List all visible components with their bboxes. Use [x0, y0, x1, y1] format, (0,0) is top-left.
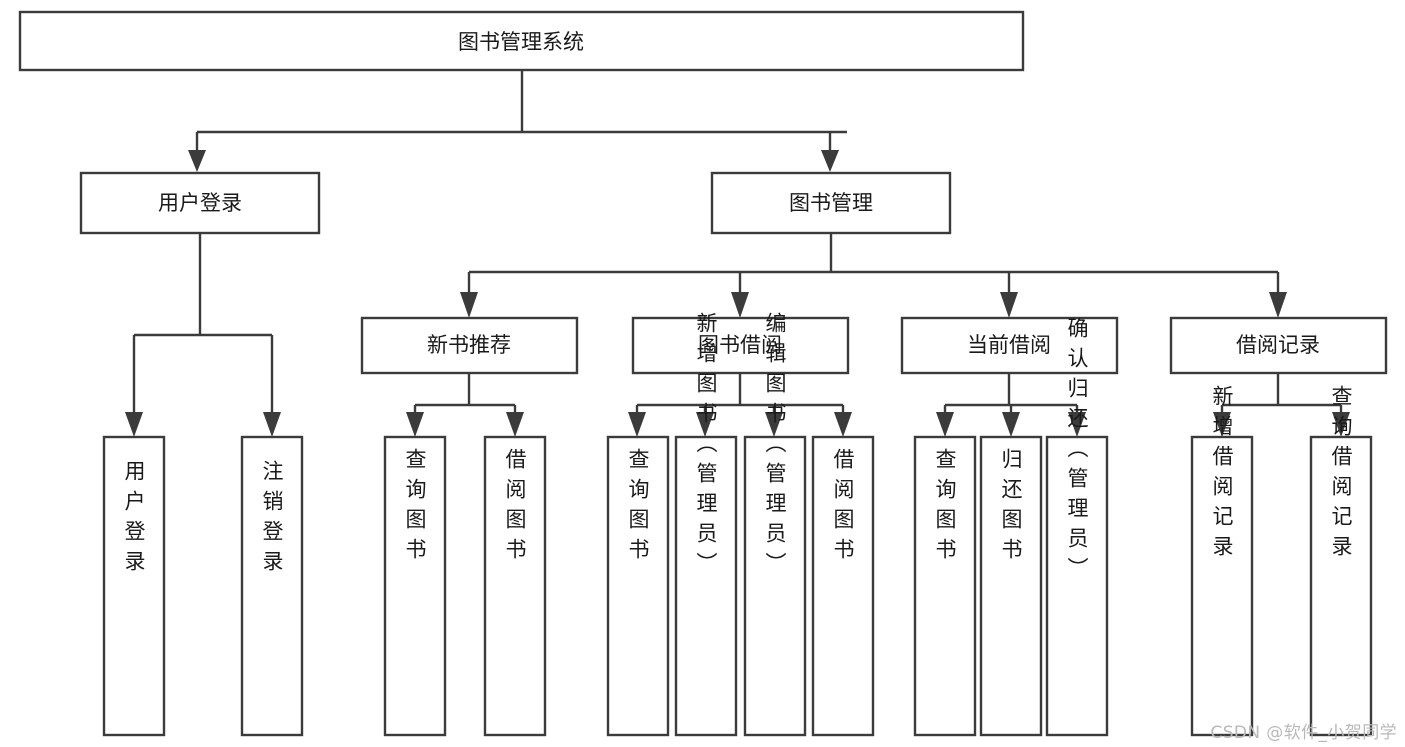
node-label: 借阅记录: [1236, 333, 1320, 357]
connector-book-borrow-to-leaves: [628, 373, 852, 437]
leaf-node-query-book-borrow[interactable]: 查询图书: [606, 435, 670, 737]
leaf-node-borrow-book-borrow[interactable]: 借阅图书: [811, 435, 875, 737]
node-user-login[interactable]: 用户登录: [79, 171, 321, 235]
arrow-head-icon: [263, 412, 281, 437]
leaf-label: 新增借阅记录: [1210, 385, 1234, 565]
leaf-label: 新增图书（管理员）: [694, 312, 718, 582]
arrow-head-icon: [1000, 292, 1018, 318]
leaf-node-user-login[interactable]: 用户登录: [102, 435, 166, 737]
node-label: 新书推荐: [427, 333, 511, 357]
leaf-node-add-borrow-record[interactable]: 新增借阅记录: [1190, 385, 1254, 737]
connector-borrow-record-to-leaves: [1213, 373, 1350, 437]
node-root-book-management-system[interactable]: 图书管理系统: [18, 10, 1025, 72]
arrow-head-icon: [1213, 412, 1231, 437]
connector-root-to-level2: [188, 70, 847, 172]
arrow-head-icon: [506, 412, 524, 437]
node-label: 图书管理系统: [458, 30, 584, 54]
arrow-head-icon: [460, 292, 478, 318]
connector-new-book-to-leaves: [406, 373, 524, 437]
leaf-label: 借阅图书: [503, 448, 527, 568]
leaf-node-edit-book-admin[interactable]: 编辑图书（管理员）: [743, 312, 807, 737]
arrow-head-icon: [1002, 412, 1020, 437]
connector-user-login-to-leaves: [125, 233, 281, 437]
arrow-head-icon: [821, 150, 839, 172]
csdn-watermark: CSDN @软件_小贺同学: [1210, 723, 1397, 743]
node-label: 用户登录: [158, 191, 242, 215]
arrow-head-icon: [696, 412, 714, 437]
connector-book-management-to-level3: [460, 233, 1287, 318]
leaf-label: 确认归还（管理员）: [1065, 317, 1089, 587]
node-new-book-recommend[interactable]: 新书推荐: [360, 316, 579, 375]
arrow-head-icon: [1269, 292, 1287, 318]
arrow-head-icon: [1332, 412, 1350, 437]
leaf-label: 查询图书: [626, 448, 650, 568]
leaf-node-confirm-return-admin[interactable]: 确认归还（管理员）: [1045, 317, 1109, 737]
arrow-head-icon: [765, 412, 783, 437]
arrow-head-icon: [628, 412, 646, 437]
leaf-label: 注销登录: [260, 460, 284, 580]
node-label: 当前借阅: [967, 333, 1051, 357]
leaf-label: 查询图书: [933, 448, 957, 568]
connector-current-borrow-to-leaves: [936, 373, 1086, 437]
leaf-node-query-book-current[interactable]: 查询图书: [913, 435, 977, 737]
leaf-label: 查询图书: [403, 448, 427, 568]
leaf-node-logout[interactable]: 注销登录: [240, 435, 304, 737]
arrow-head-icon: [188, 150, 206, 172]
node-label: 图书借阅: [698, 333, 782, 357]
arrow-head-icon: [125, 412, 143, 437]
node-book-borrow[interactable]: 图书借阅: [631, 316, 850, 375]
arrow-head-icon: [406, 412, 424, 437]
leaf-label: 编辑图书（管理员）: [763, 312, 787, 582]
node-borrow-record[interactable]: 借阅记录: [1169, 316, 1388, 375]
leaf-node-return-book[interactable]: 归还图书: [979, 435, 1043, 737]
leaf-label: 借阅图书: [831, 448, 855, 568]
leaf-label: 归还图书: [999, 448, 1023, 568]
node-book-management[interactable]: 图书管理: [710, 171, 952, 235]
arrow-head-icon: [731, 292, 749, 318]
leaf-label: 查询借阅记录: [1329, 385, 1353, 565]
node-label: 图书管理: [789, 191, 873, 215]
leaf-node-query-book-newbook[interactable]: 查询图书: [383, 435, 447, 737]
arrow-head-icon: [936, 412, 954, 437]
leaf-node-query-borrow-record[interactable]: 查询借阅记录: [1309, 385, 1373, 737]
leaf-node-borrow-book-newbook[interactable]: 借阅图书: [483, 435, 547, 737]
leaf-label: 用户登录: [122, 460, 146, 580]
leaf-node-add-book-admin[interactable]: 新增图书（管理员）: [674, 312, 738, 737]
arrow-head-icon: [1068, 412, 1086, 437]
arrow-head-icon: [834, 412, 852, 437]
